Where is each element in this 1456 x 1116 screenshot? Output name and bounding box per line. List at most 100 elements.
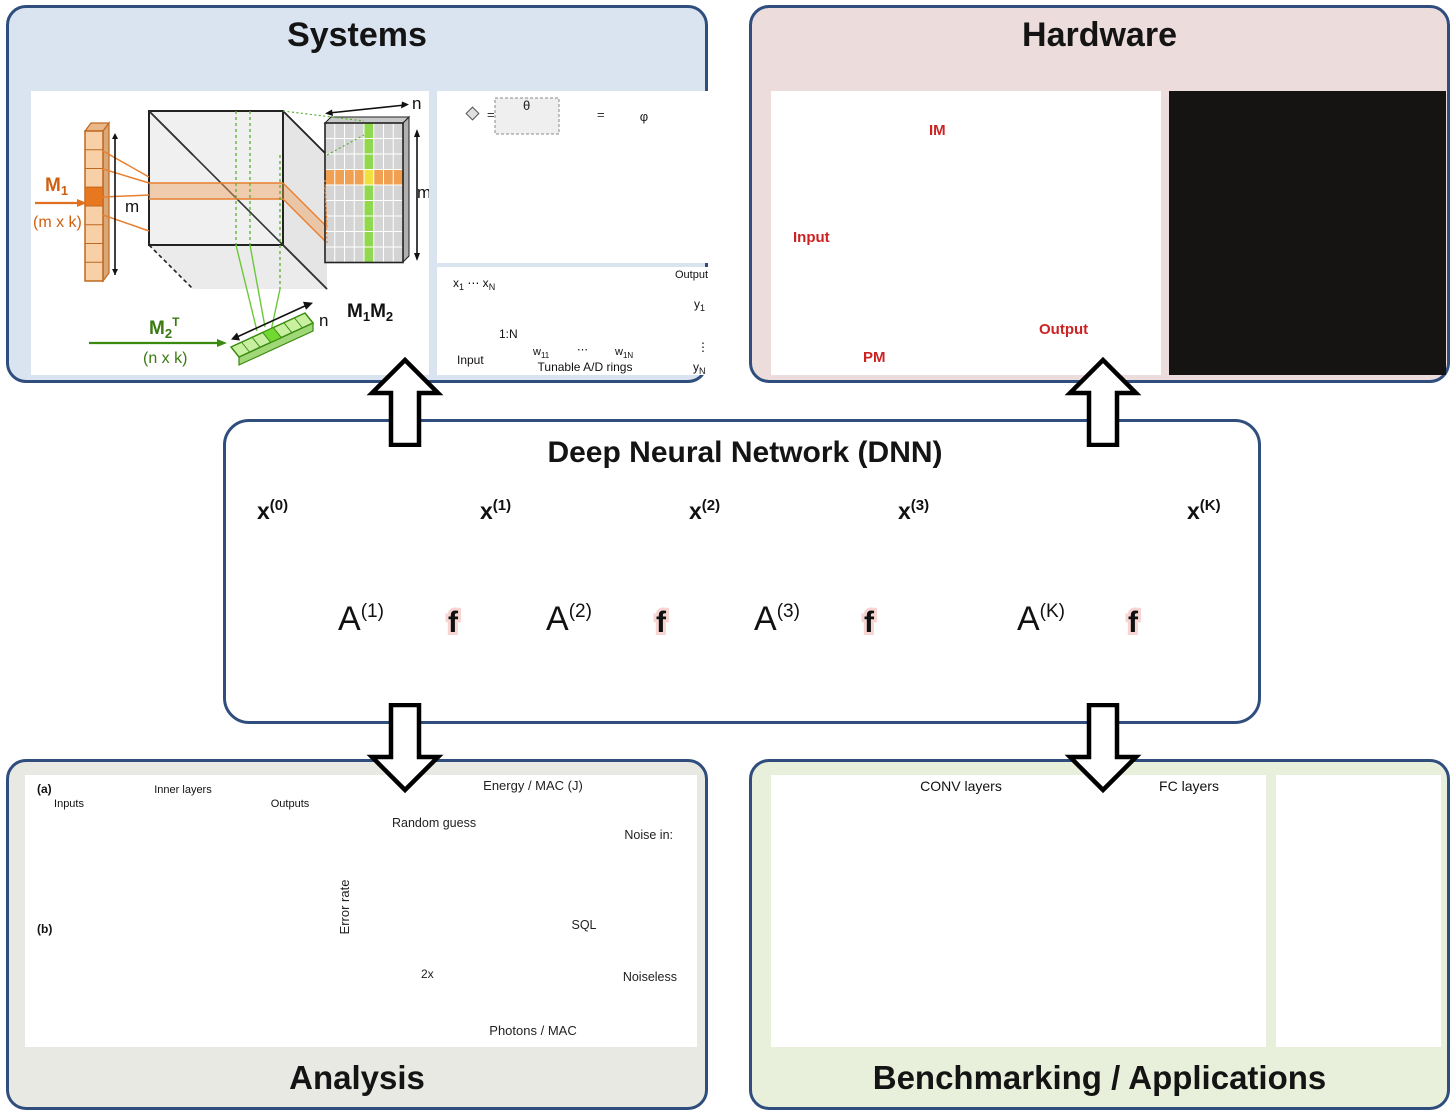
polygon-shape — [149, 245, 327, 289]
splitter-label: 1:N — [499, 327, 518, 341]
line-shape — [251, 337, 261, 348]
a3-label: A(3) — [754, 600, 800, 638]
noiseless-annotation: Noiseless — [623, 970, 677, 984]
systems-panel: Systems M1 (m x k) m M2T (n x k) n n m M… — [6, 5, 709, 383]
cnn-architecture-diagram: CONV layers FC layers — [920, 778, 1219, 794]
panel-b-tag: (b) — [37, 922, 52, 936]
f3-label: f — [864, 606, 875, 639]
polygon-shape — [231, 332, 240, 341]
polygon-shape — [303, 301, 313, 310]
line-shape — [282, 110, 328, 156]
conv-layers-label: CONV layers — [920, 778, 1002, 794]
line-shape — [235, 244, 258, 332]
tunable-rings-diagram: x1 ⋯ xN 1:N Input w11 ⋯ w1N Tunable A/D … — [453, 269, 709, 375]
x-input-label: x1 ⋯ xN — [453, 276, 495, 292]
arrow-dnn-to-systems — [366, 357, 444, 447]
polygon-shape — [283, 111, 327, 289]
result-label: M1M2 — [347, 301, 393, 324]
error-rate-plot: Energy / MAC (J) Photons / MAC Error rat… — [337, 778, 677, 1038]
line-shape — [249, 244, 266, 328]
line-shape — [283, 322, 293, 333]
dim-n-top: n — [412, 94, 421, 113]
yN-label: yN — [693, 360, 706, 375]
chip-input-label: Input — [793, 229, 830, 246]
hardware-panel: Hardware IM PM Input Output — [749, 5, 1450, 383]
analysis-title: Analysis — [289, 1059, 425, 1096]
matrix-multiplication-diagram: M1 (m x k) m M2T (n x k) n n m M1M2 — [33, 94, 429, 367]
nn-architecture-diagram: (a) Inputs Inner layers Outputs — [37, 782, 310, 810]
chip-micrograph-box — [1169, 91, 1446, 375]
down-arrow-icon — [366, 703, 444, 793]
polygon-shape — [262, 327, 282, 343]
polygon-shape — [112, 269, 118, 275]
random-guess-annotation: Random guess — [392, 816, 476, 830]
rect-shape — [364, 169, 374, 185]
cnn-figure-box: CONV layers FC layers — [771, 775, 1266, 1047]
inputs-label: Inputs — [54, 798, 84, 810]
rings-output-label: Output — [675, 269, 708, 281]
w-dots: ⋯ — [577, 344, 588, 356]
mzi-eq2: = — [597, 107, 605, 122]
y-vdots: ⋮ — [697, 340, 709, 354]
polygon-shape — [102, 121, 110, 283]
dnn-title: Deep Neural Network (DNN) — [547, 436, 942, 469]
line-shape — [282, 198, 328, 244]
line-shape — [236, 304, 308, 338]
dim-m-right: m — [417, 183, 429, 202]
line-shape — [148, 244, 194, 290]
y1-label: y1 — [694, 297, 705, 313]
analysis-figure-box: (a) Inputs Inner layers Outputs (b) Ener… — [25, 775, 697, 1047]
polygon-shape — [325, 109, 333, 116]
m2-label: M2T — [149, 315, 180, 341]
line-shape — [192, 154, 328, 290]
line-shape — [241, 341, 250, 353]
polygon-shape — [414, 253, 420, 261]
xK-label: x(K) — [1187, 497, 1221, 524]
hardware-title: Hardware — [1022, 16, 1177, 54]
rect-shape — [148, 110, 284, 246]
line-shape — [324, 178, 328, 228]
pm-label: PM — [863, 349, 886, 366]
line-shape — [270, 288, 281, 332]
chip-layout-box: IM PM Input Output — [771, 91, 1161, 375]
y-axis-label: Error rate — [337, 880, 352, 935]
line-shape — [102, 214, 150, 232]
polygon-shape — [149, 183, 327, 243]
f4-label: f — [1128, 606, 1139, 639]
phi-label: φ — [640, 109, 648, 124]
mnist-inference-diagram: (b) — [37, 922, 52, 936]
arrow-dnn-to-analysis — [366, 703, 444, 793]
benchmarking-panel: CONV layers FC layers Benchmarking / App… — [749, 759, 1450, 1110]
mzi-eq1: = — [487, 107, 495, 122]
polygon-shape — [112, 133, 118, 139]
inner-layers-label: Inner layers — [154, 784, 212, 796]
m1-dims-label: (m x k) — [33, 214, 82, 231]
chip-micrograph-image — [1169, 91, 1446, 375]
line-shape — [102, 194, 150, 198]
rect-shape — [364, 123, 374, 263]
line-shape — [294, 317, 303, 329]
mzi-mesh-box: = θ = φ — [437, 91, 709, 263]
a1-label: A(1) — [338, 600, 384, 638]
polygon-shape — [77, 199, 87, 207]
benchmark-chart-box — [1276, 775, 1441, 1047]
outputs-label: Outputs — [271, 798, 310, 810]
up-arrow-icon — [1064, 357, 1142, 447]
f1-label: f — [448, 606, 459, 639]
rect-shape — [494, 97, 560, 135]
x-axis-label: Photons / MAC — [489, 1023, 576, 1038]
chip-layout-image: IM PM Input Output — [793, 122, 1088, 366]
rect-shape — [465, 106, 480, 121]
twox-annotation: 2x — [421, 967, 434, 981]
line-shape — [102, 150, 150, 178]
polygon-shape — [402, 115, 410, 264]
w11-label: w11 — [532, 346, 550, 360]
f2-label: f — [656, 606, 667, 639]
top-axis-label: Energy / MAC (J) — [483, 778, 583, 793]
x2-label: x(2) — [689, 497, 720, 524]
matmul-figure-box: M1 (m x k) m M2T (n x k) n n m M1M2 — [31, 91, 429, 375]
theta-label: θ — [523, 98, 530, 113]
analysis-panel: (a) Inputs Inner layers Outputs (b) Ener… — [6, 759, 708, 1110]
a2-label: A(2) — [546, 600, 592, 638]
